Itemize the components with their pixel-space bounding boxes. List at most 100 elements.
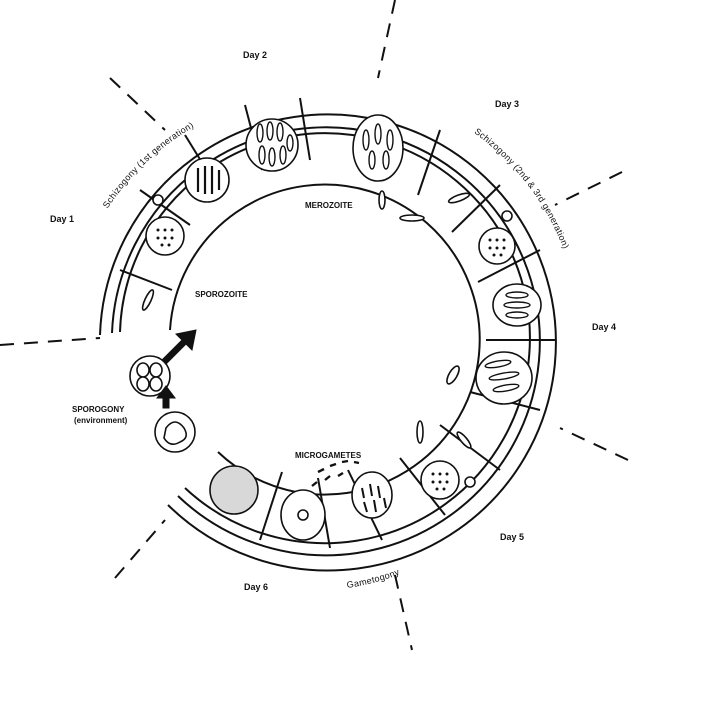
- microgamete: [383, 497, 387, 509]
- sporulation-arrow: [156, 385, 176, 409]
- day-label-5: Day 5: [500, 532, 524, 542]
- merozoite-release-contents: [362, 123, 394, 170]
- cell-divider: [119, 269, 173, 291]
- day-label-6: Day 6: [244, 582, 268, 592]
- day-label-4: Day 4: [592, 322, 616, 332]
- dot: [445, 472, 449, 476]
- dot: [502, 246, 506, 250]
- merozoite: [276, 122, 284, 142]
- cell-divider: [417, 129, 441, 196]
- dot: [438, 472, 442, 476]
- microgamete: [377, 485, 381, 499]
- divider-day5-day6: [394, 574, 413, 651]
- young-schizont-2nd-gen: [478, 227, 516, 265]
- nucleus-dot: [464, 476, 476, 488]
- stage-cells: [141, 114, 542, 541]
- label-sporogony: SPOROGONY: [72, 405, 125, 414]
- dot: [495, 246, 499, 250]
- merozoite: [268, 147, 276, 167]
- merozoite: [266, 121, 274, 141]
- young-schizont-2nd-dots: [488, 238, 506, 257]
- schizont-1st-gen-bars: [196, 166, 221, 194]
- divider-sporogony: [0, 337, 101, 346]
- merozoite-free: [446, 365, 460, 385]
- sporozoite-in-cell: [141, 289, 155, 311]
- cell-divider: [451, 184, 501, 233]
- free-microgametes: [311, 459, 360, 487]
- cell-divider: [259, 471, 283, 541]
- sporogony-oocysts: [129, 355, 196, 453]
- dot: [442, 487, 446, 491]
- microgamete: [353, 460, 360, 465]
- dot: [170, 236, 174, 240]
- merozoite: [286, 134, 294, 152]
- dot: [156, 236, 160, 240]
- day-label-3: Day 3: [495, 99, 519, 109]
- cell-divider: [139, 189, 191, 226]
- microgamont-flagellates: [361, 483, 387, 513]
- young-schizont: [145, 216, 185, 256]
- sporocyst: [149, 362, 163, 378]
- merozoite-free: [399, 214, 425, 222]
- label-microgametes: MICROGAMETES: [295, 451, 362, 460]
- merozoite: [505, 291, 529, 299]
- label-sporozoite: SPOROZOITE: [195, 290, 248, 299]
- merozoite: [382, 150, 390, 170]
- merozoite: [279, 145, 287, 165]
- schizont-2nd-merozoites: [503, 291, 531, 319]
- schizont-3rd-merozoites: [484, 359, 520, 393]
- dot: [495, 238, 499, 242]
- merozoite: [503, 301, 531, 309]
- merozoite-in-cell: [447, 192, 471, 204]
- mature-schizont-3rd-gen: [475, 351, 533, 405]
- divider-day6-day1: [114, 519, 166, 579]
- macrogamont-dots: [431, 472, 449, 491]
- divider-day1-day2: [109, 77, 166, 131]
- dot: [170, 228, 174, 232]
- merozoite-free: [378, 190, 386, 210]
- dot: [163, 236, 167, 240]
- divider-day3-day4: [554, 171, 623, 206]
- microgamete: [311, 481, 318, 487]
- dot: [431, 472, 435, 476]
- sporocyst: [136, 362, 150, 378]
- microgamete: [363, 501, 368, 513]
- dot: [488, 246, 492, 250]
- merozoite: [256, 123, 264, 143]
- cycle-ring: [99, 113, 557, 572]
- sporocyst: [149, 376, 163, 392]
- phase-dividers: [0, 0, 629, 651]
- sporont: [163, 421, 188, 446]
- arc-label-gametogony: Gametogony: [346, 567, 401, 590]
- label-merozoite: MEROZOITE: [305, 201, 353, 210]
- dot: [492, 253, 496, 257]
- merozoite: [374, 123, 382, 145]
- dot: [156, 228, 160, 232]
- microgamete: [324, 475, 331, 481]
- nucleus-dot: [152, 194, 164, 206]
- merozoite: [492, 383, 520, 393]
- merozoite: [362, 129, 370, 151]
- mature-schizont-merozoites: [256, 121, 294, 167]
- day-label-1: Day 1: [50, 214, 74, 224]
- stage-ring-inner: [169, 183, 481, 496]
- cell-details: [156, 121, 531, 513]
- dot: [160, 243, 164, 247]
- merozoite: [484, 359, 512, 369]
- merozoite-in-cell: [456, 431, 472, 449]
- microgamete: [369, 483, 373, 497]
- dot: [435, 487, 439, 491]
- schizont-2nd-gen: [492, 283, 542, 327]
- merozoite: [386, 129, 394, 151]
- dot: [167, 243, 171, 247]
- merozoite: [505, 311, 529, 319]
- excystation-arrow: [161, 329, 197, 365]
- microgamete: [341, 459, 349, 464]
- young-schizont-dots: [156, 228, 174, 247]
- microgamete: [337, 471, 344, 478]
- day-label-2: Day 2: [243, 50, 267, 60]
- divider-day2-day3: [377, 0, 396, 79]
- merozoite-release: [352, 114, 404, 182]
- cell-divider: [299, 97, 311, 161]
